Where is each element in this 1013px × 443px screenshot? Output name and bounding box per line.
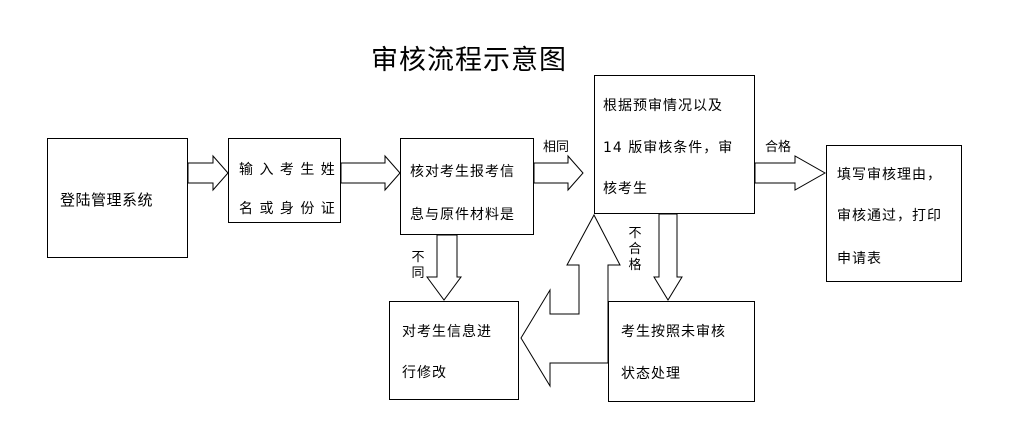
input-text-line1: 输 入 考 生 姓 [239, 162, 336, 178]
unreviewed-text-line2: 状态处理 [621, 366, 681, 382]
input-box: 输 入 考 生 姓 名 或 身 份 证 [228, 138, 341, 223]
arrow-login-to-input [187, 154, 229, 192]
arrow-check-to-pre [533, 154, 584, 192]
label-different: 不同 [411, 250, 425, 281]
arrow-pre-to-fill [754, 155, 827, 191]
label-same: 相同 [543, 140, 570, 155]
check-text-line1: 核对考生报考信 [410, 164, 515, 180]
fill-reason-box: 填写审核理由， 审核通过，打印 申请表 [826, 145, 962, 282]
login-text: 登陆管理系统 [60, 191, 154, 209]
label-fail: 不合格 [628, 226, 642, 273]
diagram-title: 审核流程示意图 [371, 45, 567, 76]
modify-text-line1: 对考生信息进 [402, 324, 492, 340]
arrow-check-to-modify [426, 234, 462, 301]
check-box: 核对考生报考信 息与原件材料是 [400, 138, 534, 235]
check-text-line2: 息与原件材料是 [410, 207, 515, 223]
fill-reason-text-line3: 申请表 [837, 251, 882, 267]
pre-review-text-line1: 根据预审情况以及 [603, 98, 723, 114]
unreviewed-box: 考生按照未审核 状态处理 [608, 301, 755, 402]
arrow-modify-to-pre [520, 213, 621, 388]
arrow-pre-to-unreviewed [653, 213, 683, 301]
login-box: 登陆管理系统 [47, 138, 188, 258]
fill-reason-text-line2: 审核通过，打印 [837, 208, 942, 224]
pre-review-text-line3: 核考生 [603, 181, 648, 197]
pre-review-box: 根据预审情况以及 14 版审核条件，审 核考生 [594, 75, 755, 214]
fill-reason-text-line1: 填写审核理由， [837, 167, 942, 183]
arrow-input-to-check [340, 154, 401, 192]
modify-box: 对考生信息进 行修改 [389, 301, 519, 400]
label-pass: 合格 [765, 140, 792, 155]
pre-review-text-line2: 14 版审核条件，审 [603, 140, 734, 156]
unreviewed-text-line1: 考生按照未审核 [621, 324, 726, 340]
modify-text-line2: 行修改 [402, 365, 447, 381]
input-text-line2: 名 或 身 份 证 [239, 201, 336, 217]
